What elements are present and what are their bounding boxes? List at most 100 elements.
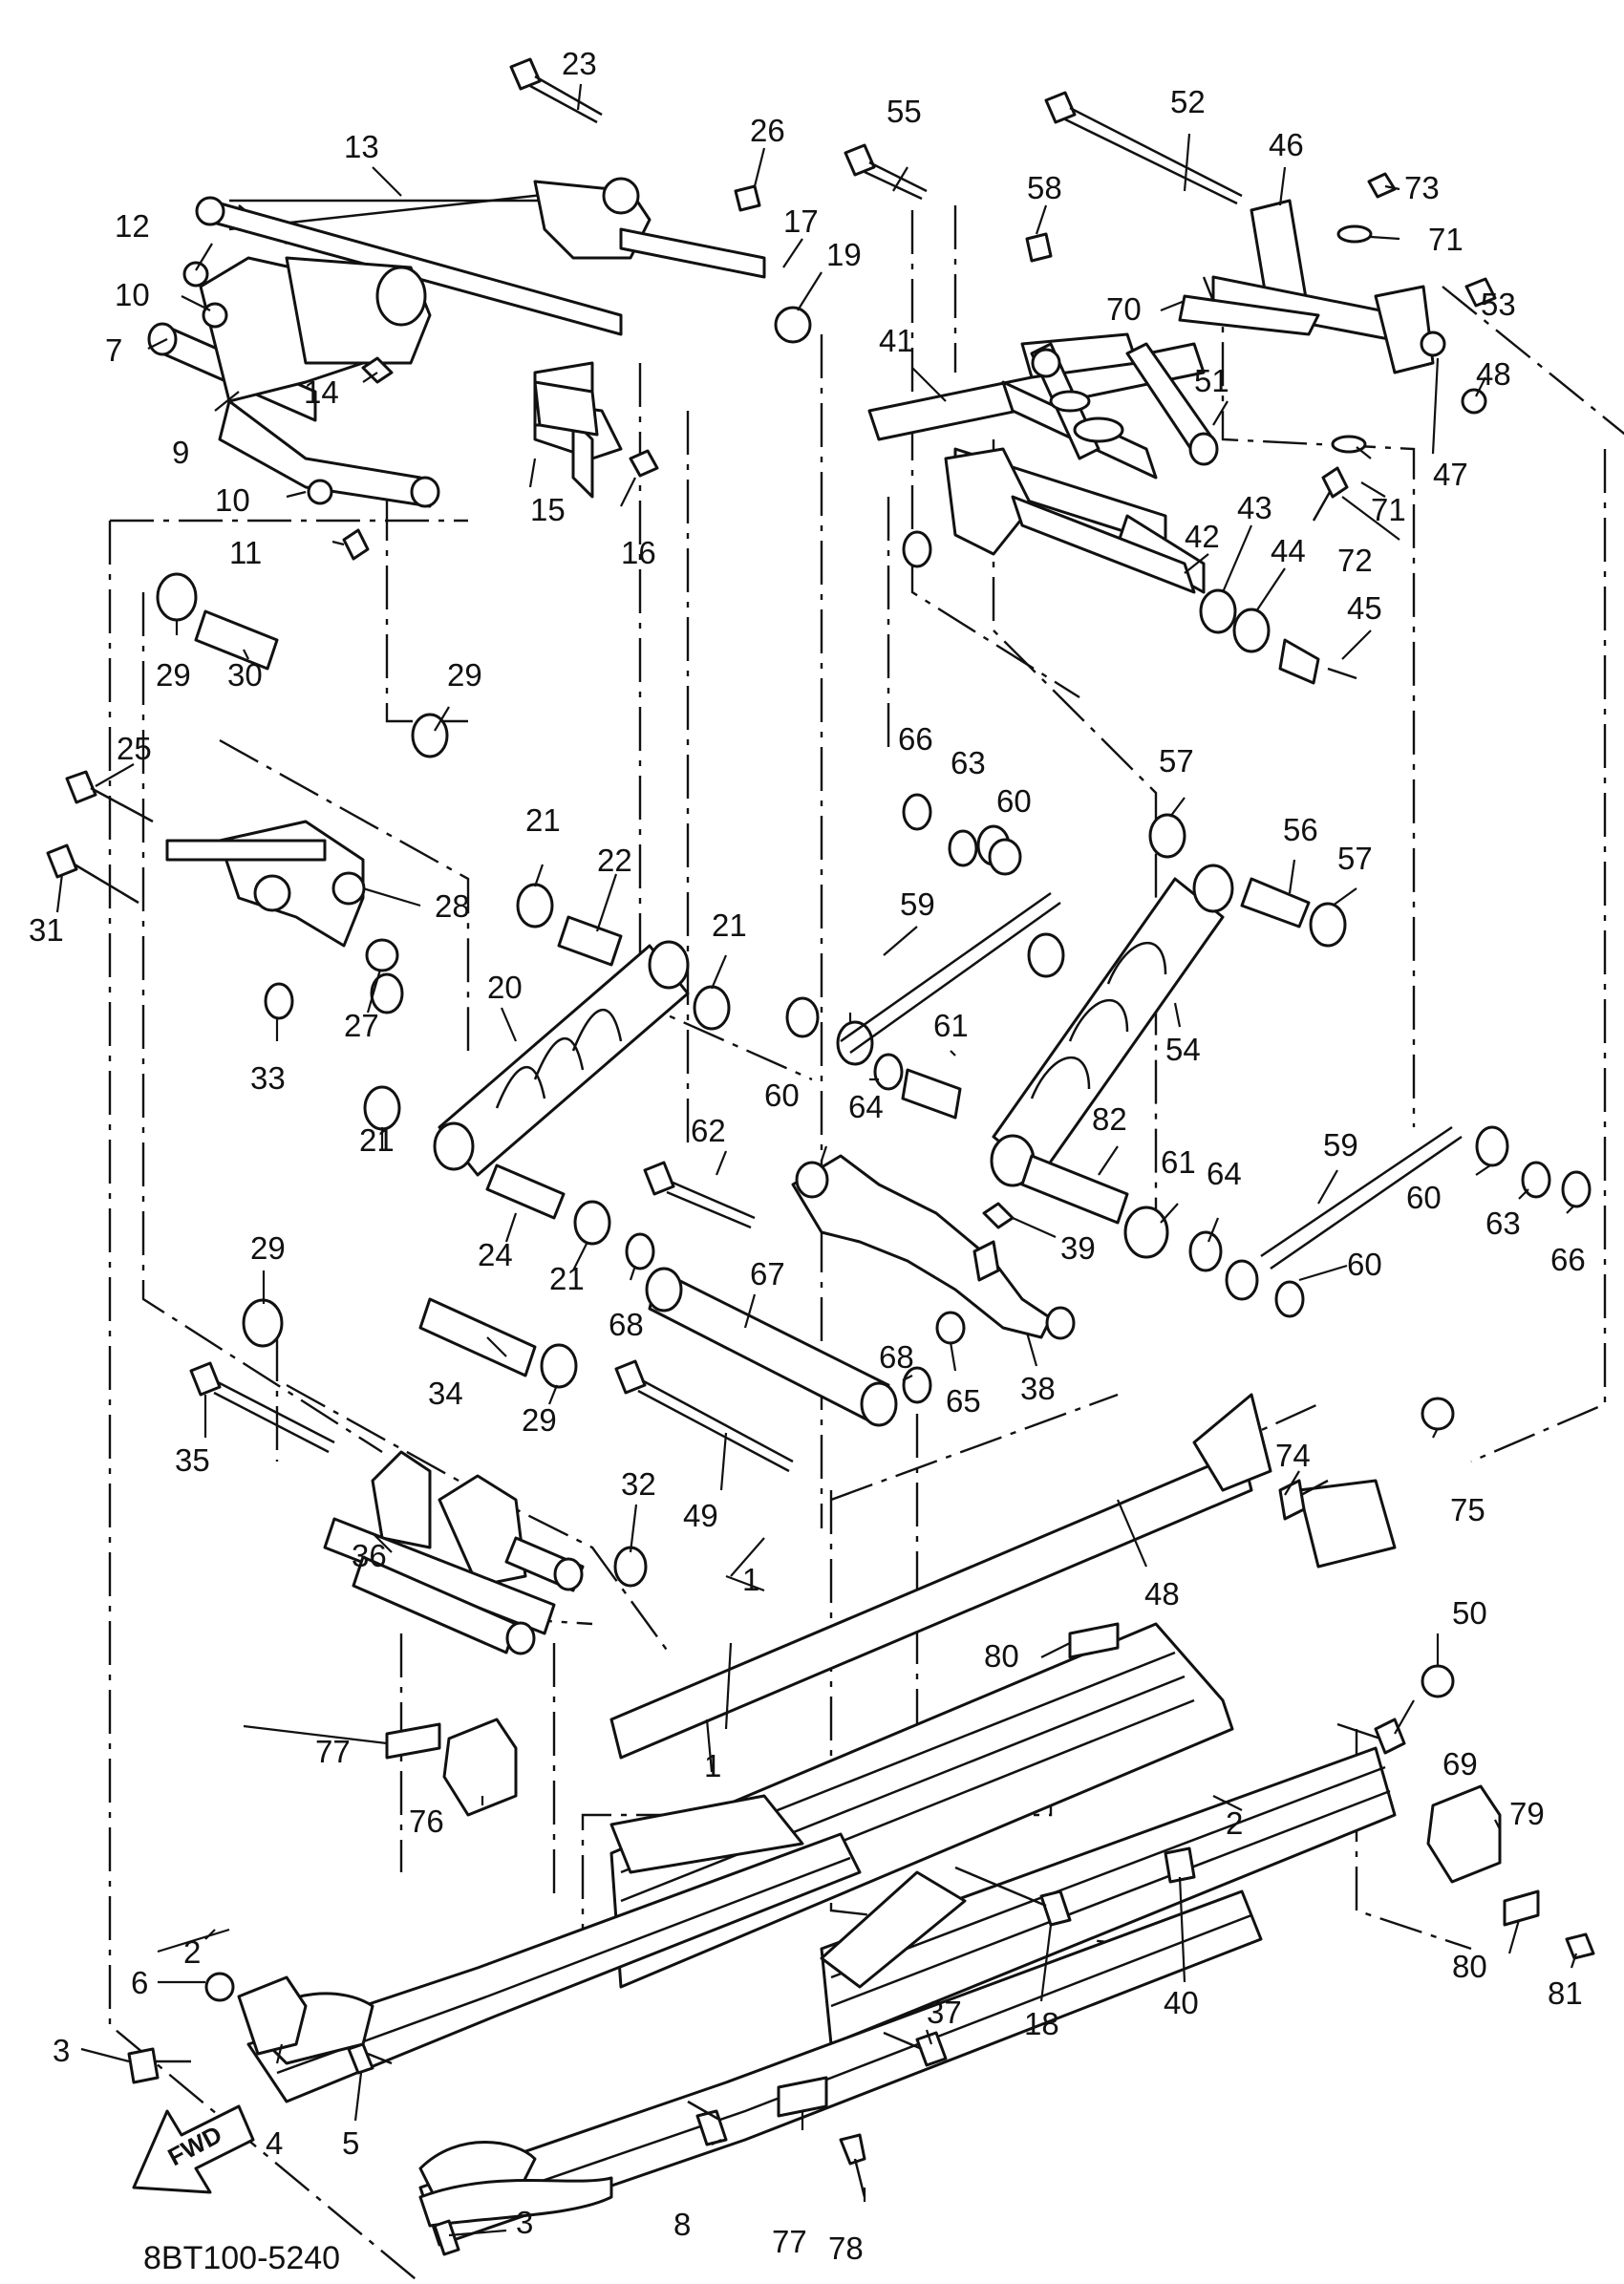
callout-43: 43 bbox=[1237, 490, 1272, 525]
callout-73: 73 bbox=[1404, 170, 1440, 205]
callout-37: 37 bbox=[927, 1995, 962, 2030]
callout-3-left: 3 bbox=[53, 2033, 70, 2068]
callout-51: 51 bbox=[1194, 363, 1229, 398]
callout-9: 9 bbox=[172, 435, 189, 470]
callout-21-b: 21 bbox=[712, 907, 747, 943]
callout-1-upper: 1 bbox=[742, 1562, 759, 1597]
callout-11: 11 bbox=[229, 535, 262, 570]
callout-48-upper: 48 bbox=[1476, 356, 1511, 392]
callout-74: 74 bbox=[1275, 1438, 1311, 1473]
callout-2-left: 2 bbox=[183, 1934, 201, 1970]
callout-24: 24 bbox=[478, 1237, 513, 1272]
callout-23: 23 bbox=[562, 46, 597, 81]
callout-75: 75 bbox=[1450, 1492, 1485, 1527]
callout-28: 28 bbox=[435, 888, 470, 924]
callout-21-c: 21 bbox=[359, 1122, 395, 1158]
callout-16: 16 bbox=[621, 535, 656, 570]
bracket-36 bbox=[323, 1450, 585, 1655]
callout-4: 4 bbox=[266, 2125, 283, 2161]
callout-49: 49 bbox=[683, 1498, 718, 1533]
callout-17: 17 bbox=[783, 203, 819, 239]
callout-27: 27 bbox=[344, 1008, 379, 1043]
callout-59-b: 59 bbox=[1323, 1127, 1358, 1163]
bracket-46 bbox=[1178, 199, 1446, 374]
callout-42: 42 bbox=[1185, 519, 1220, 554]
callout-57-a: 57 bbox=[1159, 743, 1194, 779]
callout-82: 82 bbox=[1092, 1101, 1127, 1137]
callout-15: 15 bbox=[530, 492, 566, 527]
callout-36: 36 bbox=[352, 1538, 387, 1573]
link-rods-59 bbox=[840, 891, 1463, 1270]
callout-67: 67 bbox=[750, 1256, 785, 1291]
callout-19: 19 bbox=[826, 237, 862, 272]
callout-3-lower: 3 bbox=[516, 2205, 533, 2240]
callout-55: 55 bbox=[887, 94, 922, 129]
callout-21-d: 21 bbox=[549, 1261, 585, 1296]
callout-80-b: 80 bbox=[1452, 1949, 1487, 1984]
callout-78: 78 bbox=[828, 2231, 864, 2266]
bracket-38 bbox=[791, 1154, 1076, 1340]
callout-33: 33 bbox=[250, 1060, 286, 1096]
callout-58: 58 bbox=[1027, 170, 1062, 205]
callout-70: 70 bbox=[1106, 291, 1142, 327]
callout-30: 30 bbox=[227, 657, 263, 693]
callout-18: 18 bbox=[1024, 2006, 1059, 2041]
callout-29-b: 29 bbox=[447, 657, 482, 693]
drawing-code: 8BT100-5240 bbox=[143, 2240, 340, 2276]
shaft-42 bbox=[1011, 495, 1196, 594]
slide-rails bbox=[246, 1393, 1397, 2247]
callout-25: 25 bbox=[117, 731, 152, 766]
bolts-25-31 bbox=[46, 770, 399, 972]
callout-71-b: 71 bbox=[1371, 492, 1406, 527]
fwd-arrow: FWD bbox=[132, 2104, 255, 2194]
callout-68-b: 68 bbox=[879, 1339, 914, 1375]
shaft-15 bbox=[533, 380, 599, 437]
bolt-55 bbox=[844, 143, 928, 201]
callout-77-a: 77 bbox=[315, 1734, 351, 1769]
callout-29-c: 29 bbox=[250, 1230, 286, 1266]
washers-43-44-bolt-45 bbox=[1199, 588, 1357, 685]
bolt-35 bbox=[189, 1361, 335, 1454]
callout-13: 13 bbox=[344, 129, 379, 164]
bolt-49 bbox=[614, 1359, 794, 1473]
callout-1-lower: 1 bbox=[704, 1748, 721, 1783]
callout-5: 5 bbox=[342, 2125, 359, 2161]
parts: FWD bbox=[46, 57, 1595, 2256]
callout-68-a: 68 bbox=[609, 1307, 644, 1342]
callout-71-a: 71 bbox=[1428, 222, 1464, 257]
front-swing-arm bbox=[147, 177, 766, 508]
callout-labels: 1 1 2 2 2 3 3 4 5 6 7 8 9 10 10 11 12 13… bbox=[29, 46, 1586, 2266]
callout-50: 50 bbox=[1452, 1595, 1487, 1631]
callout-60-b: 60 bbox=[764, 1078, 800, 1113]
shock-absorber-54 bbox=[990, 864, 1234, 1187]
callout-47: 47 bbox=[1433, 457, 1468, 492]
stoppers bbox=[237, 1718, 1502, 2056]
callout-76: 76 bbox=[409, 1804, 444, 1839]
callout-79: 79 bbox=[1509, 1796, 1545, 1831]
callout-66-a: 66 bbox=[898, 721, 933, 757]
callout-7: 7 bbox=[105, 332, 122, 368]
bolt-23 bbox=[509, 57, 603, 124]
bolt-62 bbox=[643, 1161, 756, 1229]
shaft-34 bbox=[418, 1297, 537, 1377]
callout-8: 8 bbox=[673, 2207, 691, 2242]
callout-69: 69 bbox=[1442, 1746, 1478, 1782]
callout-29-a: 29 bbox=[156, 657, 191, 693]
callout-38: 38 bbox=[1020, 1371, 1056, 1406]
callout-35: 35 bbox=[175, 1442, 210, 1478]
callout-60-a: 60 bbox=[996, 783, 1032, 819]
callout-64-b: 64 bbox=[1207, 1156, 1242, 1191]
callout-61-b: 61 bbox=[1161, 1144, 1196, 1180]
callout-10-lower: 10 bbox=[215, 482, 250, 518]
callout-60-d: 60 bbox=[1347, 1247, 1382, 1282]
callout-32: 32 bbox=[621, 1466, 656, 1502]
shock-absorber-20 bbox=[433, 940, 690, 1177]
lower-bolts bbox=[127, 348, 1595, 2256]
collars bbox=[156, 530, 1592, 1588]
callout-48-lower: 48 bbox=[1144, 1576, 1180, 1612]
callout-29-d: 29 bbox=[522, 1402, 557, 1438]
callout-40: 40 bbox=[1164, 1985, 1199, 2020]
bracket-28 bbox=[165, 820, 366, 948]
callout-60-c: 60 bbox=[1406, 1180, 1442, 1215]
